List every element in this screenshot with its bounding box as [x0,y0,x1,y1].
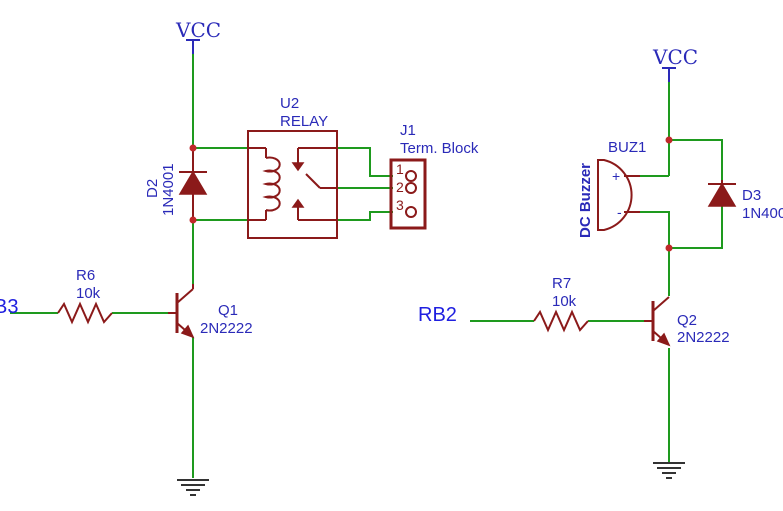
j1-value: Term. Block [400,140,479,157]
resistor-r6[interactable]: R6 10k [57,267,113,325]
ground-symbol-right [653,462,685,479]
terminal-pin-2 [405,182,417,194]
buzzer-buz1[interactable]: BUZ1 DC Buzzer + - [577,139,646,238]
d3-ref: D3 [742,187,761,204]
transistor-q1[interactable]: Q1 2N2222 [168,284,253,339]
q1-ref: Q1 [218,302,238,319]
r7-value: 10k [552,293,577,310]
pin-label-2: 2 [396,179,404,195]
q2-value: 2N2222 [677,329,730,346]
buz1-plus-sign: + [612,168,620,184]
wires-right [470,82,723,462]
u2-value: RELAY [280,113,328,130]
q1-value: 2N2222 [200,320,253,337]
junction-dot [189,216,197,224]
diode-d2[interactable]: D2 1N4001 [144,148,208,220]
buz1-value: DC Buzzer [577,163,594,238]
transistor-q2[interactable]: Q2 2N2222 [644,296,730,347]
resistor-r7[interactable]: R7 10k [533,275,589,333]
d2-ref: D2 [144,179,161,198]
net-label-left: B3 [0,296,18,318]
vcc-label-right: VCC [652,45,698,69]
junction-dot [189,144,197,152]
relay-u2[interactable]: U2 RELAY [247,95,338,239]
junction-dot [665,244,673,252]
terminal-pin-1 [405,170,417,182]
d3-value: 1N400 [742,205,783,222]
net-label-right: RB2 [418,304,457,326]
r7-ref: R7 [552,275,571,292]
buz1-ref: BUZ1 [608,139,646,156]
terminal-pin-3 [405,206,417,218]
j1-ref: J1 [400,122,416,139]
pin-label-1: 1 [396,161,404,177]
r6-value: 10k [76,285,101,302]
r6-ref: R6 [76,267,95,284]
ground-symbol-left [177,479,209,496]
vcc-symbol-left: VCC [175,18,221,54]
vcc-symbol-right: VCC [652,45,698,82]
vcc-label-left: VCC [175,18,221,42]
buz1-minus-sign: - [617,204,622,220]
diode-d3[interactable]: D3 1N400 [707,180,783,222]
u2-ref: U2 [280,95,299,112]
wires-left [10,54,393,478]
terminal-block-j1[interactable]: J1 Term. Block 1 2 3 [389,122,479,230]
d2-value: 1N4001 [160,163,177,216]
q2-ref: Q2 [677,312,697,329]
pin-label-3: 3 [396,197,404,213]
junction-dot [665,136,673,144]
